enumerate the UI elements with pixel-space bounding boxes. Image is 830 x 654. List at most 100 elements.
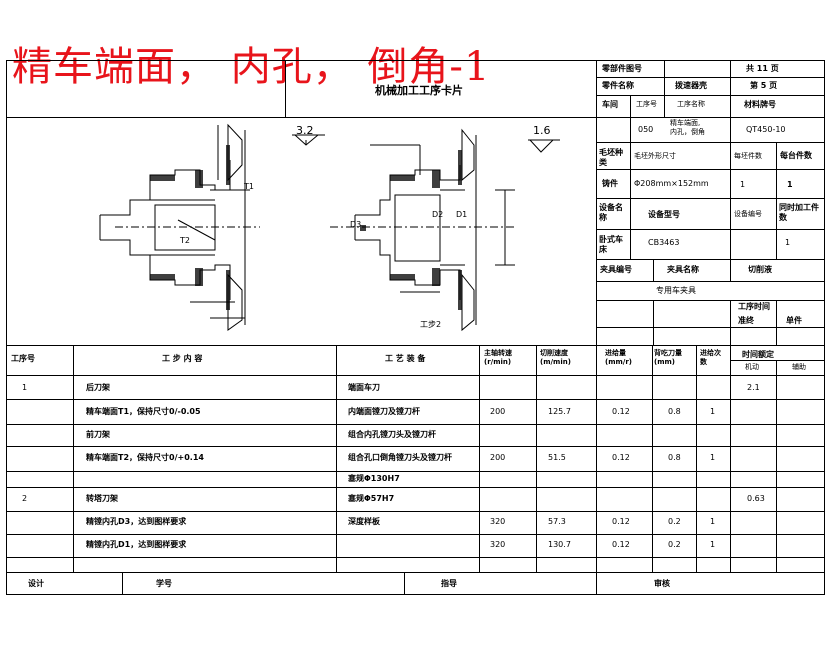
cell-content: 转塔刀架	[86, 494, 118, 503]
hatching-right	[360, 150, 462, 310]
roughness-left-label: 3.2	[296, 124, 314, 137]
cell-content: 精镗内孔D3，达到图样要求	[86, 517, 187, 526]
equipment-name: 设备名称	[599, 203, 623, 222]
hatching-left	[150, 145, 230, 310]
cell-content: 精车端面T1，保持尺寸0/-0.05	[86, 407, 201, 416]
casting: 铸件	[602, 179, 618, 188]
part-drawing-no: 零部件图号	[602, 64, 642, 73]
cell-depth: 0.8	[668, 407, 681, 416]
cell-content: 精镗内孔D1，达到图样要求	[86, 540, 187, 549]
part-drawing-left	[99, 123, 325, 331]
cell-no: 1	[22, 383, 28, 392]
page-heading: 精车端面， 内孔， 倒角-1	[12, 44, 491, 90]
col-step-no: 工序号	[11, 354, 35, 363]
process-name-label: 工序名称	[677, 100, 705, 108]
process-name-value: 精车端面, 内孔，倒角	[670, 119, 705, 136]
cell-content: 前刀架	[86, 430, 110, 439]
cell-spindle: 320	[490, 517, 506, 526]
cell-feed: 0.12	[612, 517, 630, 526]
lathe-model: CB3463	[648, 238, 680, 247]
roughness-right-label: 1.6	[533, 124, 551, 137]
cell-spindle: 320	[490, 540, 506, 549]
part-name-label: 零件名称	[602, 81, 634, 90]
col-time-quota: 时间额定	[742, 350, 774, 359]
part-name: 拨速器壳	[675, 81, 707, 90]
col-spindle: 主轴转速 (r/min)	[484, 349, 512, 366]
cell-passes: 1	[710, 540, 716, 549]
cell-machine: 0.63	[747, 494, 765, 503]
simultaneous: 同时加工件数	[779, 203, 819, 222]
blank-count: 每坯件数	[734, 152, 762, 160]
cell-equip: 深度样板	[348, 517, 380, 526]
col-depth: 背吃刀量 (mm)	[654, 349, 682, 366]
t2-label: T2	[180, 236, 190, 245]
cell-depth: 0.8	[668, 453, 681, 462]
d2-label: D2	[432, 210, 444, 219]
casting-size: Φ208mm×152mm	[634, 179, 709, 188]
cell-feed: 0.12	[612, 407, 630, 416]
cell-feed: 0.12	[612, 540, 630, 549]
process-no-label: 工序号	[636, 100, 657, 108]
page-no: 第 5 页	[750, 81, 778, 90]
casting-count: 1	[740, 180, 746, 189]
fixture-name: 夹具名称	[667, 265, 699, 274]
footer-student-no: 学号	[156, 579, 172, 588]
t1-label: T1	[244, 182, 254, 191]
cell-no: 2	[22, 494, 28, 503]
material-label: 材料牌号	[744, 100, 776, 109]
cell-machine: 2.1	[747, 383, 760, 392]
card-title: 机械加工工序卡片	[375, 84, 463, 97]
workshop-label: 车间	[602, 100, 618, 109]
col-equipment: 工 艺 装 备	[385, 354, 426, 363]
cell-passes: 1	[710, 453, 716, 462]
blank-size: 毛坯外形尺寸	[634, 152, 676, 160]
coolant: 切削液	[748, 265, 772, 274]
fixture-no: 夹具编号	[600, 265, 632, 274]
cell-speed: 130.7	[548, 540, 571, 549]
d1-label: D1	[456, 210, 468, 219]
col-feed: 进给量 (mm/r)	[605, 349, 632, 366]
equipment-model: 设备型号	[648, 210, 680, 219]
cell-spindle: 200	[490, 407, 506, 416]
process-time: 工序时间	[738, 302, 770, 311]
footer-guide: 指导	[441, 579, 457, 588]
lathe: 卧式车床	[599, 235, 623, 254]
cell-passes: 1	[710, 407, 716, 416]
cell-equip: 塞规Φ130H7	[348, 474, 400, 483]
pieces-per-unit: 每台件数	[780, 151, 812, 160]
col-machine: 机动	[745, 363, 759, 371]
prep-time: 准终	[738, 316, 754, 325]
cell-speed: 125.7	[548, 407, 571, 416]
cell-equip: 塞规Φ57H7	[348, 494, 395, 503]
footer-review: 审核	[654, 579, 670, 588]
cell-speed: 57.3	[548, 517, 566, 526]
col-passes: 进给次 数	[700, 349, 721, 366]
cell-depth: 0.2	[668, 517, 681, 526]
casting-pieces: 1	[787, 180, 793, 189]
cell-equip: 内端面镗刀及镗刀杆	[348, 407, 420, 416]
cell-content: 精车端面T2，保持尺寸0/+0.14	[86, 453, 204, 462]
cell-equip: 组合孔口倒角镗刀头及镗刀杆	[348, 453, 452, 462]
cell-spindle: 200	[490, 453, 506, 462]
fixture-value: 专用车夹具	[656, 286, 696, 295]
material-value: QT450-10	[746, 125, 786, 134]
blank-type: 毛坯种类	[599, 148, 623, 167]
total-pages: 共 11 页	[746, 64, 779, 73]
unit-time: 单件	[786, 316, 802, 325]
cell-equip: 端面车刀	[348, 383, 380, 392]
step-label: 工步2	[420, 320, 442, 329]
cell-equip: 组合内孔镗刀头及镗刀杆	[348, 430, 436, 439]
equipment-no: 设备编号	[734, 210, 762, 218]
cell-feed: 0.12	[612, 453, 630, 462]
footer-design: 设计	[28, 579, 44, 588]
lathe-simul: 1	[785, 238, 791, 247]
cell-content: 后刀架	[86, 383, 110, 392]
d3-label: D3	[350, 220, 362, 229]
col-aux: 辅助	[792, 363, 806, 371]
cell-depth: 0.2	[668, 540, 681, 549]
cell-speed: 51.5	[548, 453, 566, 462]
process-no-value: 050	[638, 125, 654, 134]
col-cut-speed: 切削速度 (m/min)	[540, 349, 571, 366]
col-step-content: 工 步 内 容	[162, 354, 203, 363]
